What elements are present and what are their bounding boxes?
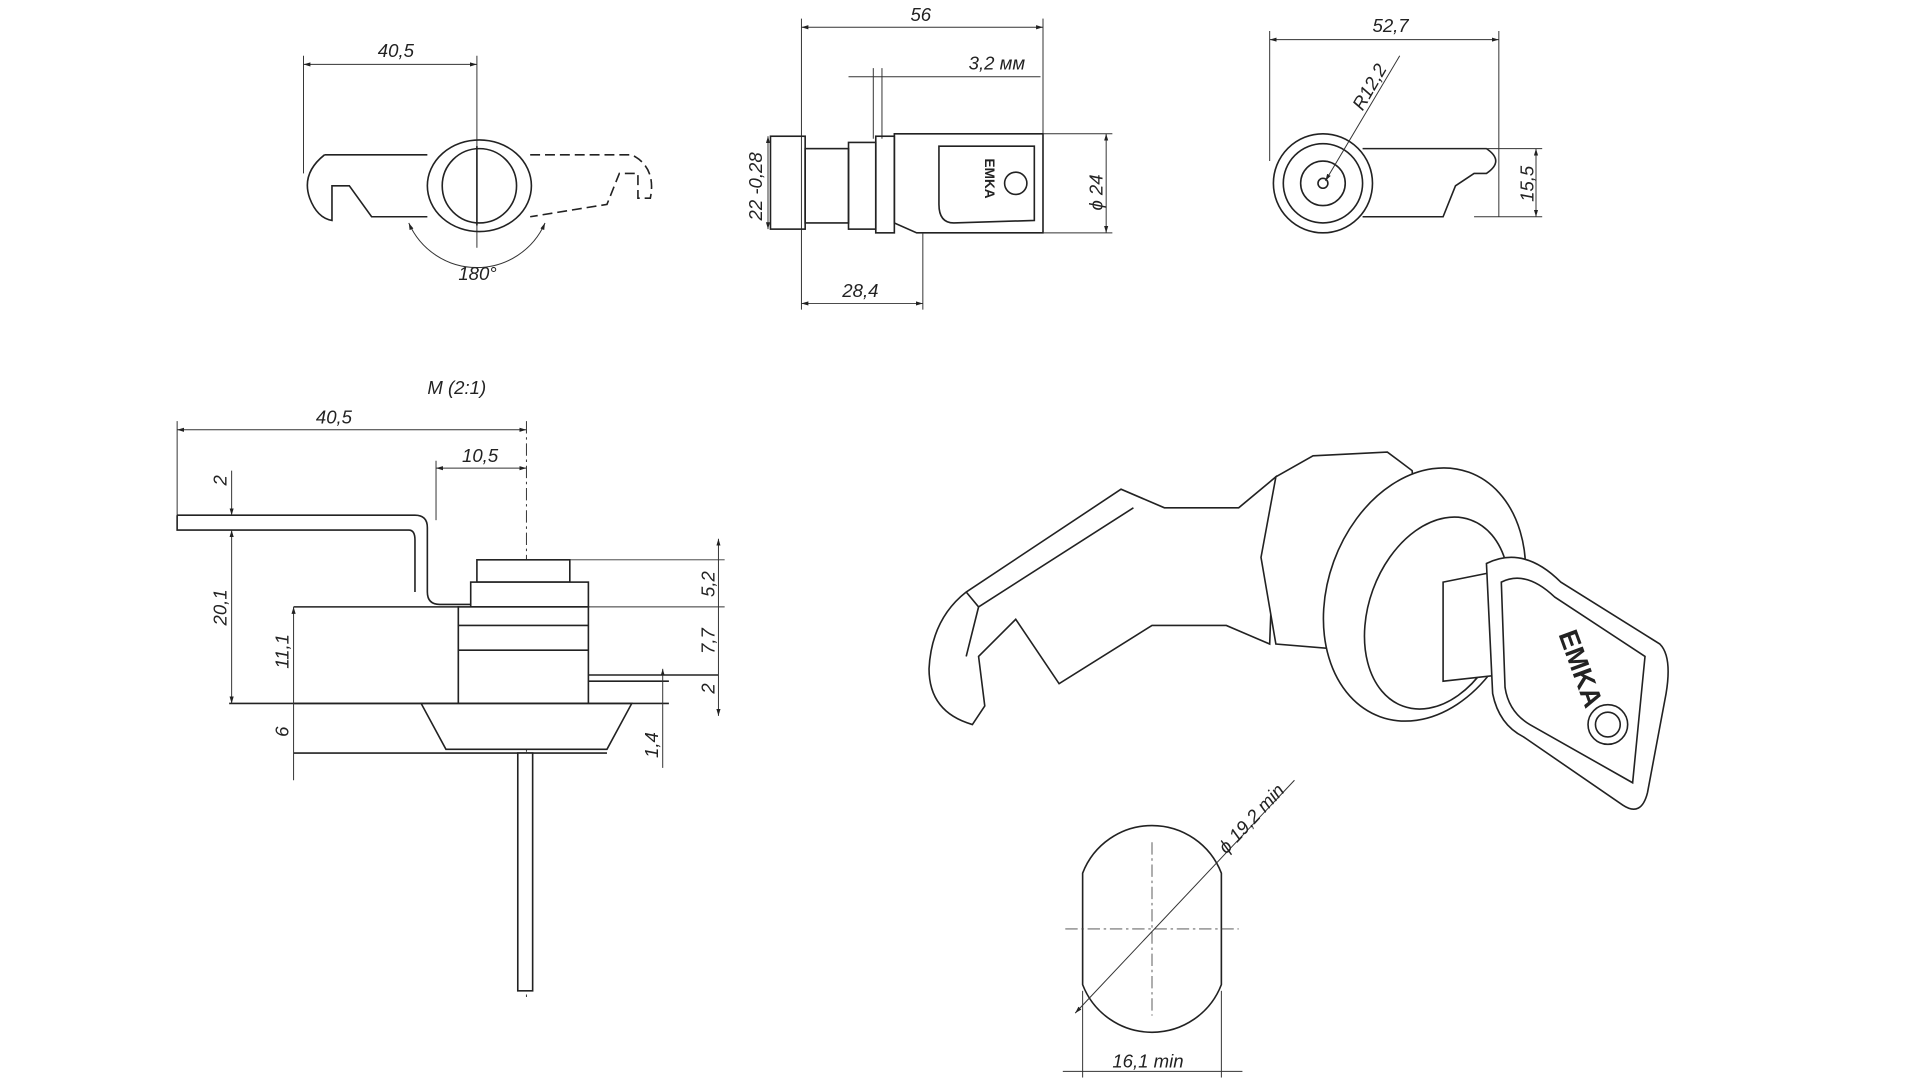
dim-mid: 7,7	[698, 627, 719, 653]
dim-length: 56	[910, 4, 931, 25]
dim-diameter: ϕ 24	[1085, 174, 1106, 210]
isometric-view: EMKA	[928, 451, 1669, 810]
dim-flat-width: 16,1 min	[1112, 1051, 1183, 1072]
top-right-view: 52,7 R12,2 15,5	[1269, 15, 1543, 234]
dim-flange: 6	[272, 726, 293, 737]
dim-thickness: 3,2 мм	[969, 52, 1026, 73]
dim-diameter: ϕ 19,2 min	[1214, 780, 1288, 858]
cutout-view: ϕ 19,2 min 16,1 min	[1062, 780, 1295, 1078]
dim-offset: 10,5	[462, 445, 499, 466]
dim-radius: R12,2	[1348, 59, 1391, 113]
dim-width: 40,5	[378, 40, 415, 61]
dim-cam-thickness: 2	[210, 475, 231, 487]
dim-overall: 40,5	[316, 407, 353, 428]
dim-thread: 22 -0,28	[745, 152, 766, 222]
dim-height-total: 20,1	[210, 589, 231, 626]
dim-nut: 5,2	[698, 570, 719, 596]
top-left-view: 40,5 180°	[302, 40, 653, 284]
section-view: M (2:1) 40,5 10,5 2 20,1 11,1 6 5,2 7,7 …	[176, 377, 725, 998]
top-middle-view: 56 3,2 мм EMKA ϕ 24 22 -0,28 28,4	[745, 4, 1113, 310]
key-brand-side: EMKA	[982, 159, 997, 199]
section-title: M (2:1)	[427, 377, 486, 398]
dim-body-length: 28,4	[841, 280, 878, 301]
dim-angle: 180°	[458, 263, 496, 284]
dim-panel: 2	[698, 683, 719, 695]
dim-width: 52,7	[1372, 15, 1409, 36]
dim-body: 11,1	[272, 634, 293, 669]
dim-flange-lip: 1,4	[641, 732, 662, 758]
dim-height: 15,5	[1517, 165, 1538, 202]
